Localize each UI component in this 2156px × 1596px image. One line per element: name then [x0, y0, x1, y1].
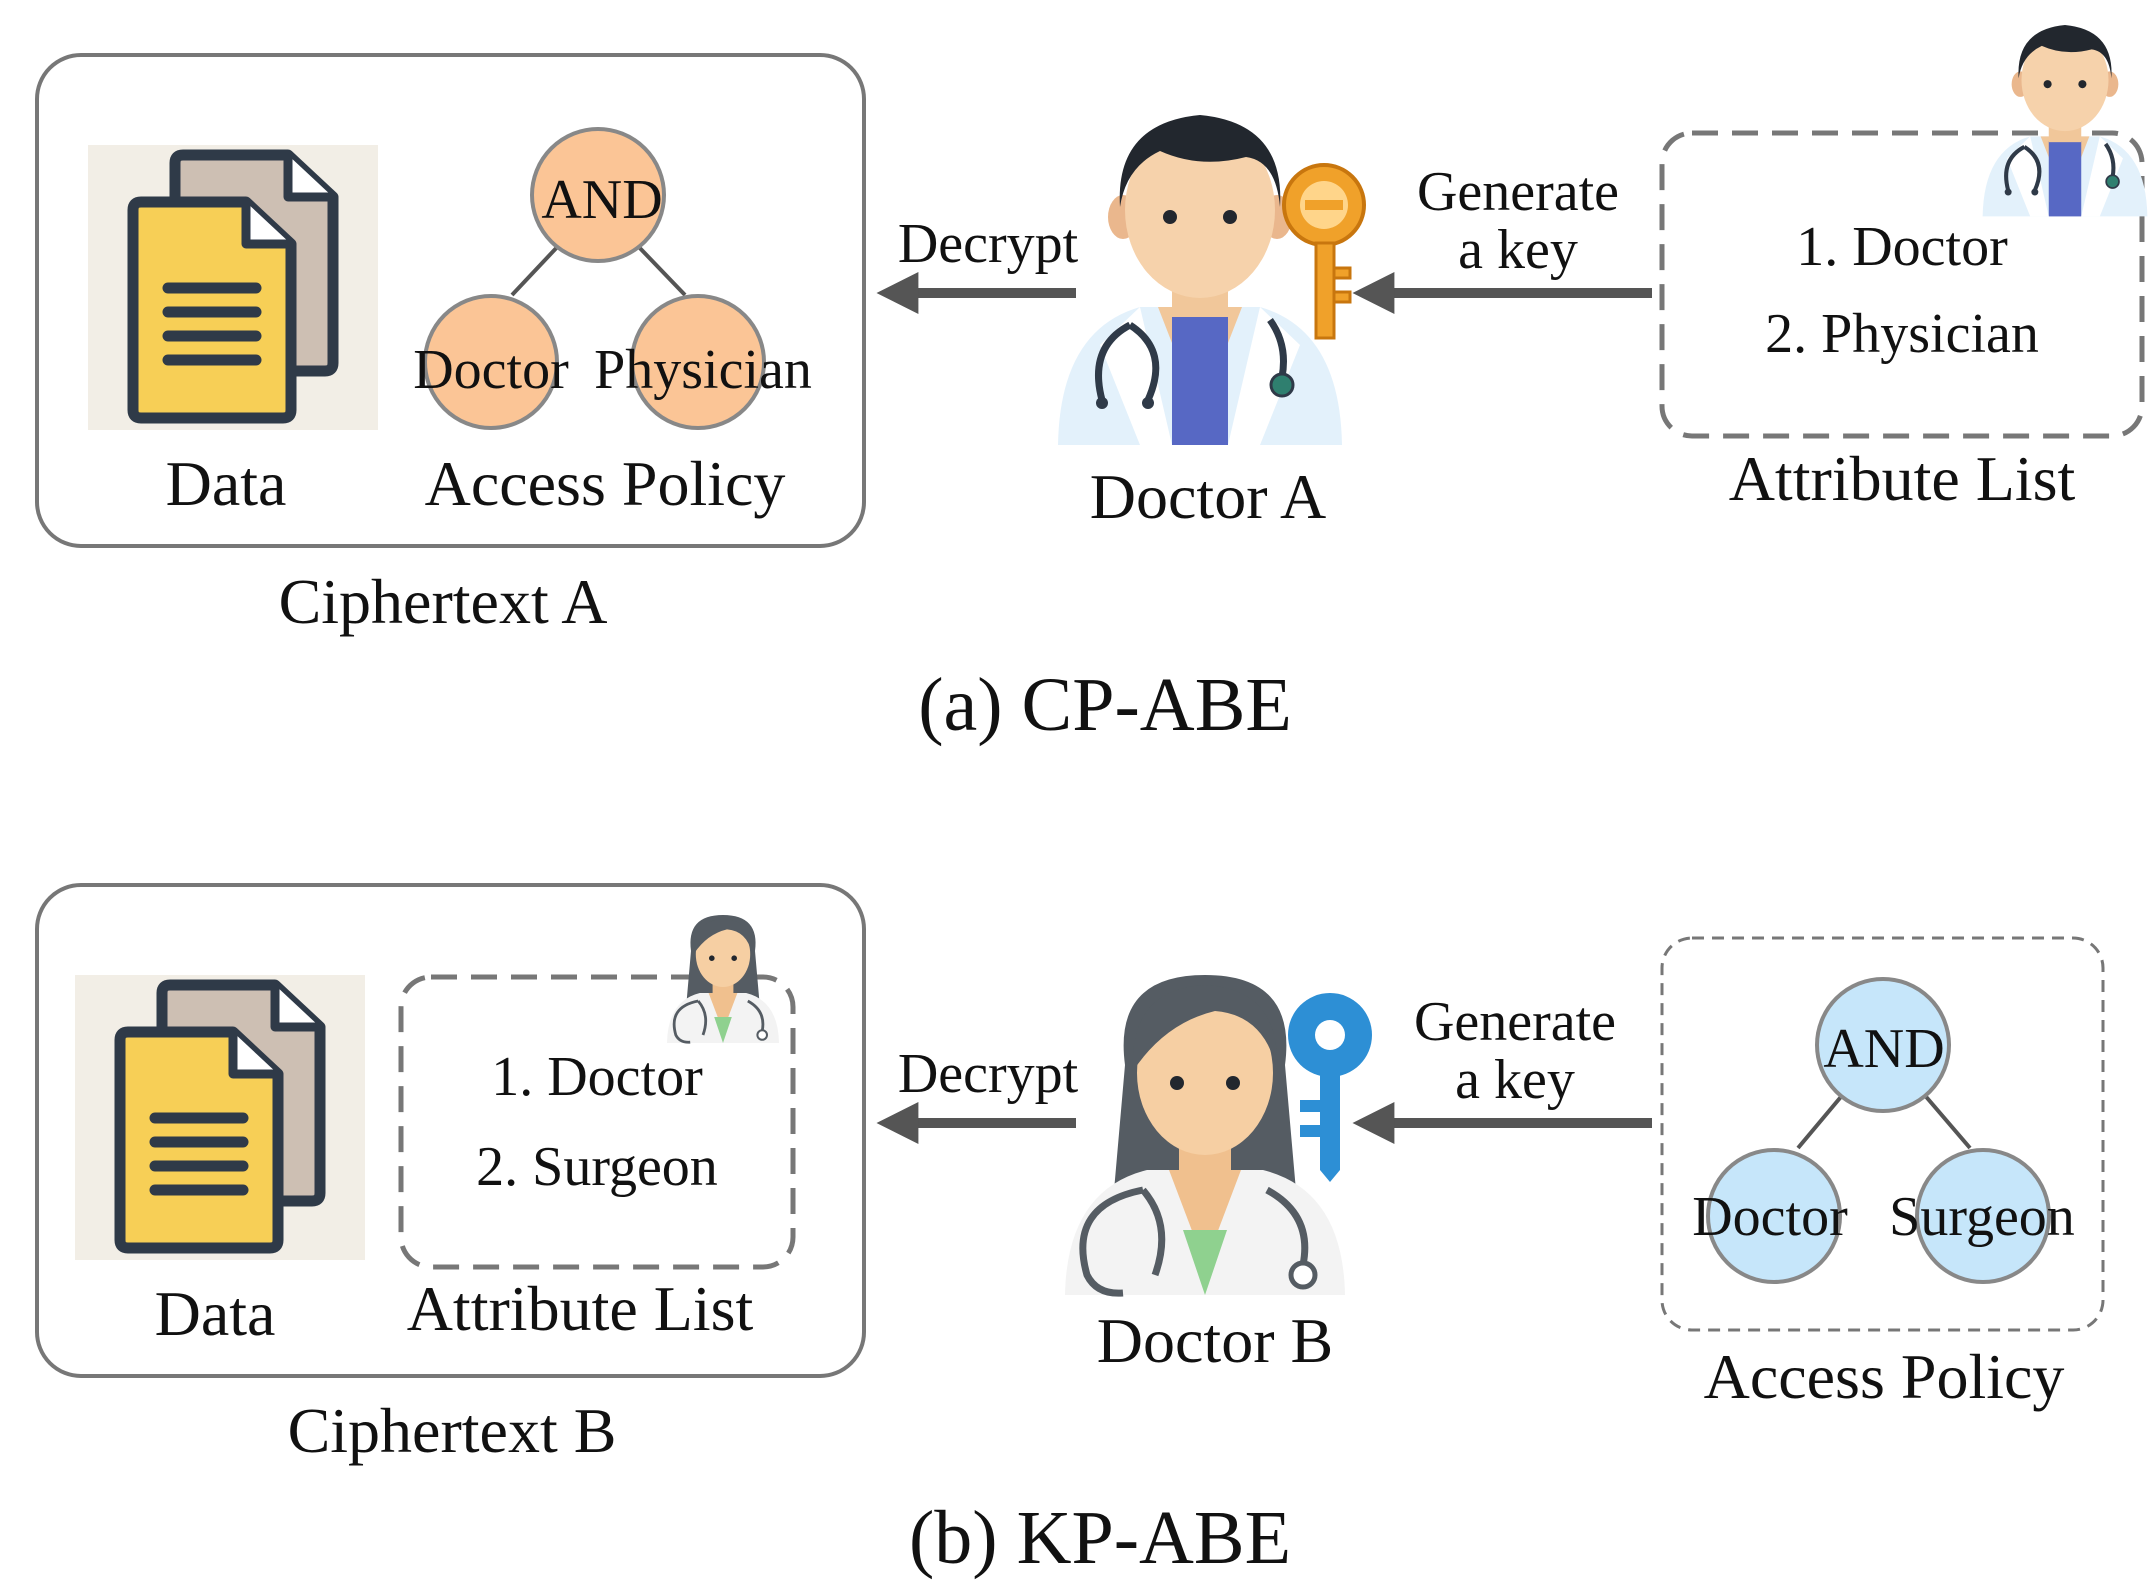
attribute-owner-avatar-a	[1983, 25, 2148, 216]
actor-label-a: Doctor A	[1090, 461, 1326, 532]
panel-b: Data 1. Doctor 2. Surgeon Attribute List…	[35, 883, 2105, 1580]
policy-right-label-b: Surgeon	[1889, 1186, 2075, 1248]
policy-left-label-b: Doctor	[1692, 1186, 1848, 1248]
policy-root-label-a: AND	[541, 169, 662, 231]
decrypt-label-b: Decrypt	[898, 1043, 1079, 1105]
policy-right-label-a: Physician	[594, 339, 812, 401]
doctor-a-avatar	[1058, 115, 1342, 445]
panel-a: Data AND Doctor Physician Access Policy …	[35, 25, 2148, 747]
generate-label-a-line1: Generate	[1417, 161, 1619, 223]
panel-caption-a: (a) CP-ABE	[918, 663, 1292, 747]
attribute-item-2-a: 2. Physician	[1765, 303, 2039, 365]
policy-node-and-b	[1815, 977, 1951, 1113]
attribute-item-1-a: 1. Doctor	[1796, 216, 2008, 278]
attribute-list-label-b: Attribute List	[407, 1273, 754, 1344]
data-label-a: Data	[166, 448, 287, 519]
access-policy-tree-b: AND Doctor Surgeon	[1692, 977, 2075, 1284]
policy-node-doctor-a	[423, 294, 559, 430]
key-icon-b	[1288, 993, 1372, 1182]
access-policy-label-b: Access Policy	[1704, 1341, 2065, 1412]
policy-root-label-b: AND	[1823, 1018, 1944, 1080]
policy-left-label-a: Doctor	[413, 339, 569, 401]
policy-node-and-a	[530, 127, 666, 263]
ciphertext-label-b: Ciphertext B	[288, 1395, 617, 1466]
access-policy-tree-a: AND Doctor Physician	[413, 127, 812, 430]
ciphertext-label-a: Ciphertext A	[279, 566, 608, 637]
data-document-icon-a	[88, 145, 378, 430]
policy-node-physician-a	[630, 294, 766, 430]
generate-label-b-line1: Generate	[1414, 991, 1616, 1053]
generate-label-a-line2: a key	[1458, 219, 1578, 281]
attribute-list-box-b	[398, 974, 796, 1270]
panel-caption-b: (b) KP-ABE	[909, 1496, 1291, 1580]
actor-label-b: Doctor B	[1097, 1305, 1333, 1376]
data-document-icon-b	[75, 975, 365, 1260]
decrypt-label-a: Decrypt	[898, 213, 1079, 275]
data-label-b: Data	[155, 1278, 276, 1349]
attribute-item-2-b: 2. Surgeon	[476, 1136, 718, 1198]
policy-node-surgeon-b	[1915, 1148, 2051, 1284]
attribute-item-1-b: 1. Doctor	[491, 1046, 703, 1108]
access-policy-label-a: Access Policy	[425, 448, 786, 519]
key-icon-a	[1282, 163, 1366, 340]
attribute-list-label-a: Attribute List	[1729, 443, 2076, 514]
generate-label-b-line2: a key	[1455, 1049, 1575, 1111]
policy-node-doctor-b	[1706, 1148, 1842, 1284]
